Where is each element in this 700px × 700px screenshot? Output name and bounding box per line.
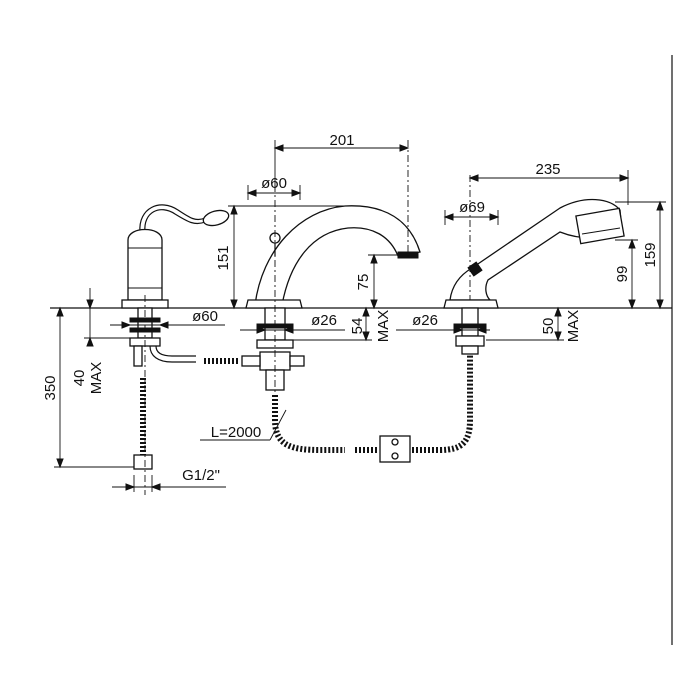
shower-shank [453, 307, 487, 355]
dim-235-label: 235 [535, 161, 560, 178]
dim-thread: G1/2" [112, 467, 226, 492]
shower-hose-left [272, 395, 345, 453]
dim-o26-shower-label: ø26 [412, 312, 438, 329]
dim-shower-shank: ø26 [396, 312, 490, 334]
dim-spout-outlet: 75 [355, 253, 400, 310]
valve-hose-nut [133, 454, 153, 470]
dim-spout-base: ø60 [246, 175, 302, 200]
dim-total-height: 350 [42, 306, 134, 469]
dim-shower-height: 159 [615, 200, 666, 310]
dim-spout-reach: 201 [273, 132, 410, 190]
dim-151-label: 151 [215, 245, 232, 270]
dim-valve-base: ø60 [110, 308, 225, 329]
dim-shower-holder: 99 [614, 238, 638, 310]
dim-40-label: 40 [71, 370, 88, 387]
valve-handle [121, 204, 230, 309]
dim-o69-label: ø69 [459, 199, 485, 216]
dim-99-label: 99 [614, 266, 631, 283]
dim-50-label: 50 [540, 318, 557, 335]
dim-o26-spout-label: ø26 [311, 312, 337, 329]
spout-shank [241, 307, 305, 391]
dim-o60-spout-label: ø60 [261, 175, 287, 192]
dim-shower-shank-max: 50 MAX [486, 306, 582, 343]
dim-54-label: 54 [349, 318, 366, 335]
dim-hose-length: L=2000 [200, 409, 287, 441]
spout [245, 205, 421, 309]
valve-shank [129, 307, 196, 367]
dim-spout-height: 151 [215, 204, 345, 310]
dim-40-max-label: MAX [88, 362, 105, 395]
dim-valve-shank-max: 40 MAX [71, 288, 130, 394]
dim-54-max-label: MAX [375, 310, 392, 343]
dim-shower-base: ø69 [443, 199, 500, 225]
shower-hose-right [412, 355, 473, 453]
dim-50-max-label: MAX [565, 310, 582, 343]
dim-201-label: 201 [329, 132, 354, 149]
dim-l2000-label: L=2000 [211, 424, 261, 441]
dim-g12-label: G1/2" [182, 467, 220, 484]
dim-o60-valve-label: ø60 [192, 308, 218, 325]
dim-159-label: 159 [642, 242, 659, 267]
dim-shower-reach: 235 [468, 161, 630, 205]
dim-350-label: 350 [42, 375, 59, 400]
dim-spout-shank-max: 54 MAX [293, 306, 392, 343]
hand-shower [443, 198, 625, 309]
dim-75-label: 75 [355, 274, 372, 291]
dim-spout-shank: ø26 [240, 312, 345, 334]
